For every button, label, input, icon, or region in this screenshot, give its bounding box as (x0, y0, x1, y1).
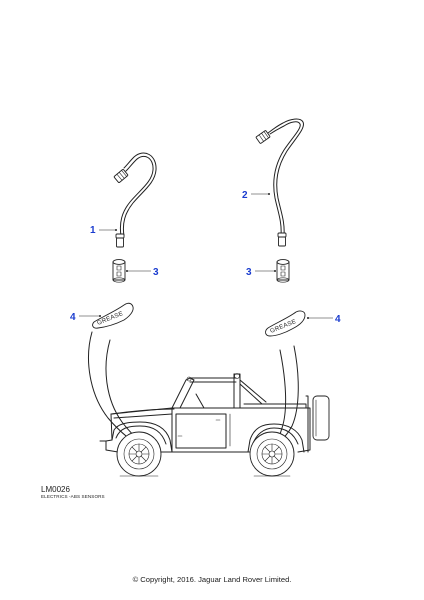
callout-3-left: 3 (153, 267, 159, 278)
callout-4-right: 4 (335, 314, 341, 325)
vehicle-illustration (99, 373, 330, 477)
front-abs-sensor (113, 152, 157, 248)
rear-abs-sensor (255, 118, 304, 247)
callout-3-right: 3 (246, 267, 252, 278)
callouts: 1 2 3 3 4 4 (70, 190, 341, 325)
callout-4-left: 4 (70, 312, 76, 323)
copyright-notice: © Copyright, 2016. Jaguar Land Rover Lim… (132, 575, 292, 584)
sensor-bush-left (112, 259, 126, 283)
illustration-subtitle: ELECTRICS -ABS SENSORS (41, 494, 105, 499)
illustration-code: LM0026 (41, 485, 70, 494)
callout-2: 2 (242, 190, 248, 201)
callout-1: 1 (90, 225, 96, 236)
grease-pack-right: GREASE (265, 310, 306, 337)
sensor-bush-right (276, 259, 290, 283)
